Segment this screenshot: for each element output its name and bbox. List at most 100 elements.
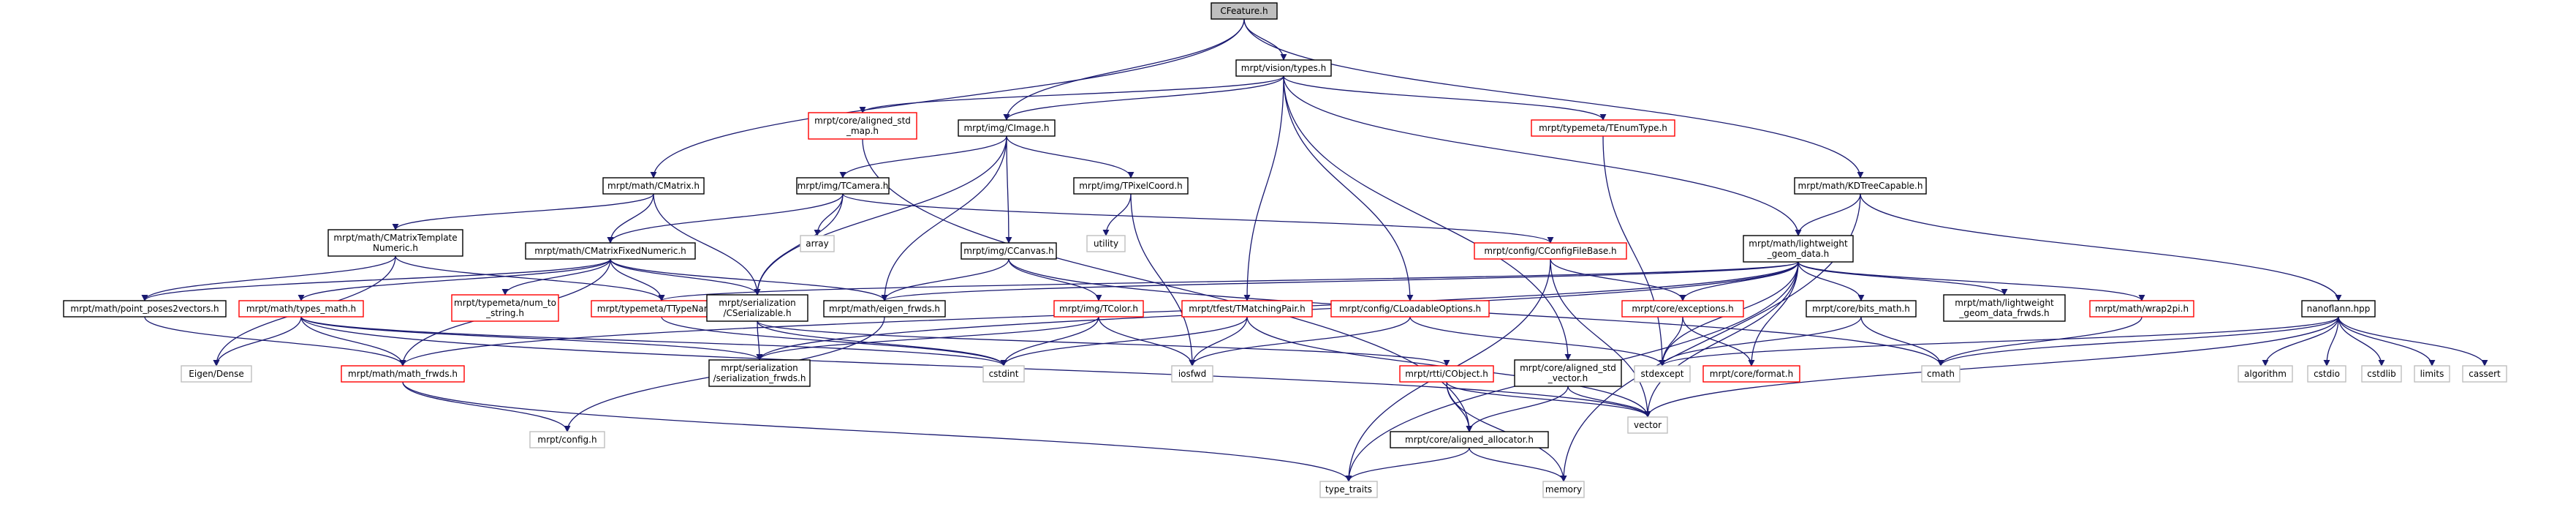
node-TMatchingPair[interactable]: mrpt/tfest/TMatchingPair.h <box>1181 300 1313 318</box>
edge-TCamera-to-CConfigFileBase <box>842 193 1554 244</box>
node-box <box>2089 300 2194 318</box>
edge-aligned_allocator-to-memory <box>1469 447 1567 482</box>
node-memory: memory <box>1542 481 1585 498</box>
edge-bits_math-to-stdexcept <box>1659 316 1862 367</box>
edge-CLoadableOptions-to-iosfwd <box>1189 316 1411 367</box>
node-box <box>958 119 1056 137</box>
nodes-layer: CFeature.h mrpt/vision/types.h mrpt/math/C… <box>63 2 2507 498</box>
node-aligned_std_map[interactable]: mrpt/core/aligned_std_map.h <box>808 112 917 140</box>
node-CCanvas[interactable]: mrpt/img/CCanvas.h <box>961 242 1057 260</box>
node-label: memory <box>1545 484 1582 495</box>
edge-CLoadableOptions-to-stdexcept <box>1409 316 1666 367</box>
node-label: /CSerializable.h <box>723 308 791 318</box>
edge-lightweight-to-vector <box>1644 261 1799 418</box>
node-TCamera[interactable]: mrpt/img/TCamera.h <box>796 177 890 195</box>
node-math_frwds[interactable]: mrpt/math/math_frwds.h <box>341 365 465 383</box>
node-label: nanoflann.hpp <box>2307 304 2371 314</box>
edge-KDTree-to-nanoflann <box>1860 193 2342 301</box>
node-label: mrpt/serialization <box>719 298 796 308</box>
node-box <box>2361 365 2402 383</box>
edge-nanoflann-to-cstdlib <box>2338 316 2385 367</box>
edge-CCanvas-to-eigen_frwds <box>881 258 1009 301</box>
node-TPixelCoord[interactable]: mrpt/img/TPixelCoord.h <box>1073 177 1189 195</box>
node-wrap2pi[interactable]: mrpt/math/wrap2pi.h <box>2089 300 2194 318</box>
node-label: mrpt/math/wrap2pi.h <box>2095 304 2189 314</box>
node-label: cstdio <box>2314 369 2340 379</box>
node-box <box>1330 300 1490 318</box>
node-label: mrpt/typemeta/num_to <box>454 298 556 308</box>
node-label: mrpt/math/CMatrixTemplate <box>333 233 457 243</box>
edge-CMatrixFixedNumeric-to-CSerializable <box>610 258 761 296</box>
node-bits_math[interactable]: mrpt/core/bits_math.h <box>1806 300 1917 318</box>
node-CFeature[interactable]: CFeature.h <box>1211 2 1278 20</box>
node-nanoflann[interactable]: nanoflann.hpp <box>2301 300 2376 318</box>
edge-aligned_std_vector-to-vector <box>1567 386 1651 418</box>
edge-exceptions-to-format <box>1682 316 1755 367</box>
node-CConfigFileBase[interactable]: mrpt/config/CConfigFileBase.h <box>1474 242 1627 260</box>
node-serialization_frwds[interactable]: mrpt/serialization/serialization_frwds.h <box>708 359 811 387</box>
edge-TColor-to-cstdint <box>1000 316 1099 367</box>
node-num_to_string[interactable]: mrpt/typemeta/num_to_string.h <box>451 294 559 322</box>
edges-layer <box>141 18 2488 482</box>
node-aligned_std_vector[interactable]: mrpt/core/aligned_std_vector.h <box>1514 359 1622 387</box>
node-CMatrixFixedNumeric[interactable]: mrpt/math/CMatrixFixedNumeric.h <box>525 242 696 260</box>
node-box <box>961 242 1057 260</box>
edge-CImage-to-eigen_frwds <box>881 135 1007 301</box>
node-eigen_frwds[interactable]: mrpt/math/eigen_frwds.h <box>823 300 946 318</box>
edge-vision_types-to-CImage <box>1003 75 1284 121</box>
node-CObject[interactable]: mrpt/rtti/CObject.h <box>1399 365 1494 383</box>
node-box <box>1542 481 1585 498</box>
edge-TEnumType-to-stdexcept <box>1602 135 1666 367</box>
node-KDTree[interactable]: mrpt/math/KDTreeCapable.h <box>1794 177 1927 195</box>
edge-math_frwds-to-config <box>402 381 571 432</box>
edge-vision_types-to-TEnumType <box>1283 75 1607 121</box>
node-label: mrpt/rtti/CObject.h <box>1405 369 1488 379</box>
node-box <box>1743 235 1854 263</box>
node-label: type_traits <box>1325 484 1372 495</box>
node-label: _geom_data_frwds.h <box>1958 308 2049 318</box>
node-lw_frwds[interactable]: mrpt/math/lightweight_geom_data_frwds.h <box>1943 294 2066 322</box>
node-box <box>529 431 605 448</box>
edge-lightweight-to-TTypeName <box>658 261 1799 301</box>
node-TColor[interactable]: mrpt/img/TColor.h <box>1053 300 1144 318</box>
node-types_math[interactable]: mrpt/math/types_math.h <box>238 300 364 318</box>
node-point_poses2vectors[interactable]: mrpt/math/point_poses2vectors.h <box>63 300 227 318</box>
node-CMatrix[interactable]: mrpt/math/CMatrix.h <box>602 177 705 195</box>
node-box <box>823 300 946 318</box>
node-cstdlib: cstdlib <box>2361 365 2402 383</box>
node-box <box>2307 365 2346 383</box>
node-algorithm: algorithm <box>2238 365 2293 383</box>
node-cmath: cmath <box>1921 365 1961 383</box>
node-box <box>1702 365 1800 383</box>
node-CImage[interactable]: mrpt/img/CImage.h <box>958 119 1056 137</box>
edge-types_math-to-serialization_frwds <box>300 316 763 361</box>
node-label: Numeric.h <box>373 243 418 253</box>
node-label: algorithm <box>2244 369 2287 379</box>
node-exceptions[interactable]: mrpt/core/exceptions.h <box>1621 300 1744 318</box>
node-format[interactable]: mrpt/core/format.h <box>1702 365 1800 383</box>
edge-TTypeName-to-cstdint <box>661 316 1007 367</box>
node-box <box>1943 294 2066 322</box>
node-vision_types[interactable]: mrpt/vision/types.h <box>1235 59 1332 77</box>
node-box <box>1514 359 1622 387</box>
node-box <box>1794 177 1927 195</box>
edge-CMatrix-to-CMatrixFixedNumeric <box>607 193 654 244</box>
edge-nanoflann-to-stdexcept <box>1659 316 2339 367</box>
node-cassert: cassert <box>2462 365 2507 383</box>
edge-CConfigFileBase-to-vector <box>1550 258 1651 418</box>
node-TEnumType[interactable]: mrpt/typemeta/TEnumType.h <box>1531 119 1675 137</box>
edge-nanoflann-to-cstdio <box>2323 316 2339 367</box>
node-CLoadableOptions[interactable]: mrpt/config/CLoadableOptions.h <box>1330 300 1490 318</box>
node-label: mrpt/core/exceptions.h <box>1632 304 1733 314</box>
edge-CMatrix-to-CMatrixTemplateNumeric <box>392 193 654 230</box>
node-lightweight[interactable]: mrpt/math/lightweight_geom_data.h <box>1743 235 1854 263</box>
node-aligned_allocator[interactable]: mrpt/core/aligned_allocator.h <box>1390 431 1549 448</box>
node-label: _geom_data.h <box>1767 249 1829 259</box>
node-CSerializable[interactable]: mrpt/serialization/CSerializable.h <box>706 294 808 322</box>
node-label: mrpt/core/aligned_std <box>814 116 911 126</box>
node-TTypeName[interactable]: mrpt/typemeta/TTypeName.h <box>591 300 732 318</box>
node-label: mrpt/config/CConfigFileBase.h <box>1484 246 1616 256</box>
node-label: iosfwd <box>1178 369 1206 379</box>
edge-CSerializable-to-serialization_frwds <box>756 320 763 361</box>
